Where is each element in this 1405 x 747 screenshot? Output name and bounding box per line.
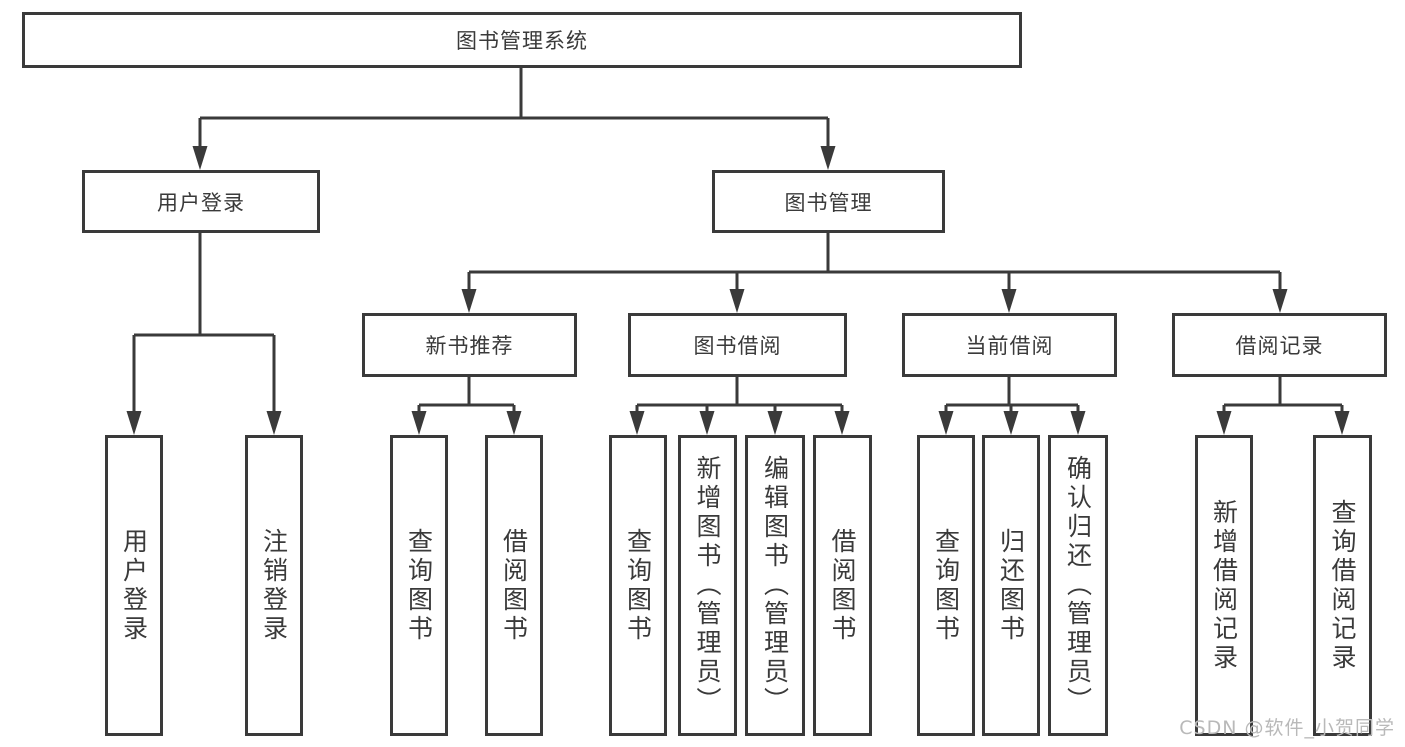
node-book-management-label: 图书管理 — [784, 190, 873, 215]
connector-book-borrowing-children — [629, 377, 850, 435]
node-borrow-records: 借阅记录 — [1172, 313, 1387, 377]
leaf-bb-add-books-admin: 新增图书（管理员） — [678, 435, 737, 736]
node-new-book-recommend: 新书推荐 — [362, 313, 577, 377]
node-user-login-label: 用户登录 — [157, 190, 245, 215]
node-book-management: 图书管理 — [712, 170, 945, 233]
csdn-watermark: CSDN @软件_小贺同学 — [1179, 717, 1395, 739]
leaf-cb-query-books-label: 查询图书 — [931, 527, 961, 644]
leaf-nbr-borrow-books-label: 借阅图书 — [499, 527, 529, 644]
connector-borrow-records-children — [1216, 377, 1350, 435]
connector-user-login-children — [126, 233, 282, 435]
leaf-cb-confirm-return-admin-label: 确认归还（管理员） — [1063, 455, 1093, 716]
node-new-book-recommend-label: 新书推荐 — [425, 334, 514, 358]
leaf-cb-return-books-label: 归还图书 — [996, 527, 1026, 644]
leaf-br-query-record: 查询借阅记录 — [1313, 435, 1372, 736]
connector-new-book-recommend-children — [411, 377, 522, 435]
leaf-bb-borrow-books-label: 借阅图书 — [828, 527, 857, 644]
leaf-bb-query-books-label: 查询图书 — [623, 527, 653, 644]
leaf-bb-edit-books-admin-label: 编辑图书（管理员） — [760, 455, 790, 716]
leaf-bb-edit-books-admin: 编辑图书（管理员） — [745, 435, 805, 736]
leaf-br-add-record: 新增借阅记录 — [1195, 435, 1253, 736]
node-root-label: 图书管理系统 — [456, 29, 588, 53]
leaf-cb-return-books: 归还图书 — [982, 435, 1040, 736]
node-user-login: 用户登录 — [82, 170, 320, 233]
leaf-user-login: 用户登录 — [105, 435, 163, 736]
leaf-br-add-record-label: 新增借阅记录 — [1209, 498, 1239, 673]
leaf-br-query-record-label: 查询借阅记录 — [1328, 498, 1357, 673]
node-book-borrowing: 图书借阅 — [628, 313, 847, 377]
leaf-cb-confirm-return-admin: 确认归还（管理员） — [1048, 435, 1108, 736]
node-book-borrowing-label: 图书借阅 — [693, 334, 782, 358]
leaf-logout: 注销登录 — [245, 435, 303, 736]
connector-current-borrowing-children — [938, 377, 1086, 435]
leaf-bb-borrow-books: 借阅图书 — [813, 435, 872, 736]
leaf-bb-query-books: 查询图书 — [609, 435, 667, 736]
leaf-logout-label: 注销登录 — [259, 527, 289, 644]
node-root: 图书管理系统 — [22, 12, 1022, 68]
node-current-borrowing-label: 当前借阅 — [965, 334, 1054, 358]
node-borrow-records-label: 借阅记录 — [1235, 334, 1324, 358]
node-current-borrowing: 当前借阅 — [902, 313, 1117, 377]
leaf-nbr-query-books: 查询图书 — [390, 435, 448, 736]
leaf-cb-query-books: 查询图书 — [917, 435, 975, 736]
leaf-nbr-query-books-label: 查询图书 — [404, 527, 434, 644]
leaf-nbr-borrow-books: 借阅图书 — [485, 435, 543, 736]
connector-book-management-children — [461, 233, 1288, 313]
leaf-bb-add-books-admin-label: 新增图书（管理员） — [693, 455, 722, 716]
connector-root-to-level2 — [192, 68, 836, 170]
leaf-user-login-label: 用户登录 — [119, 527, 149, 644]
